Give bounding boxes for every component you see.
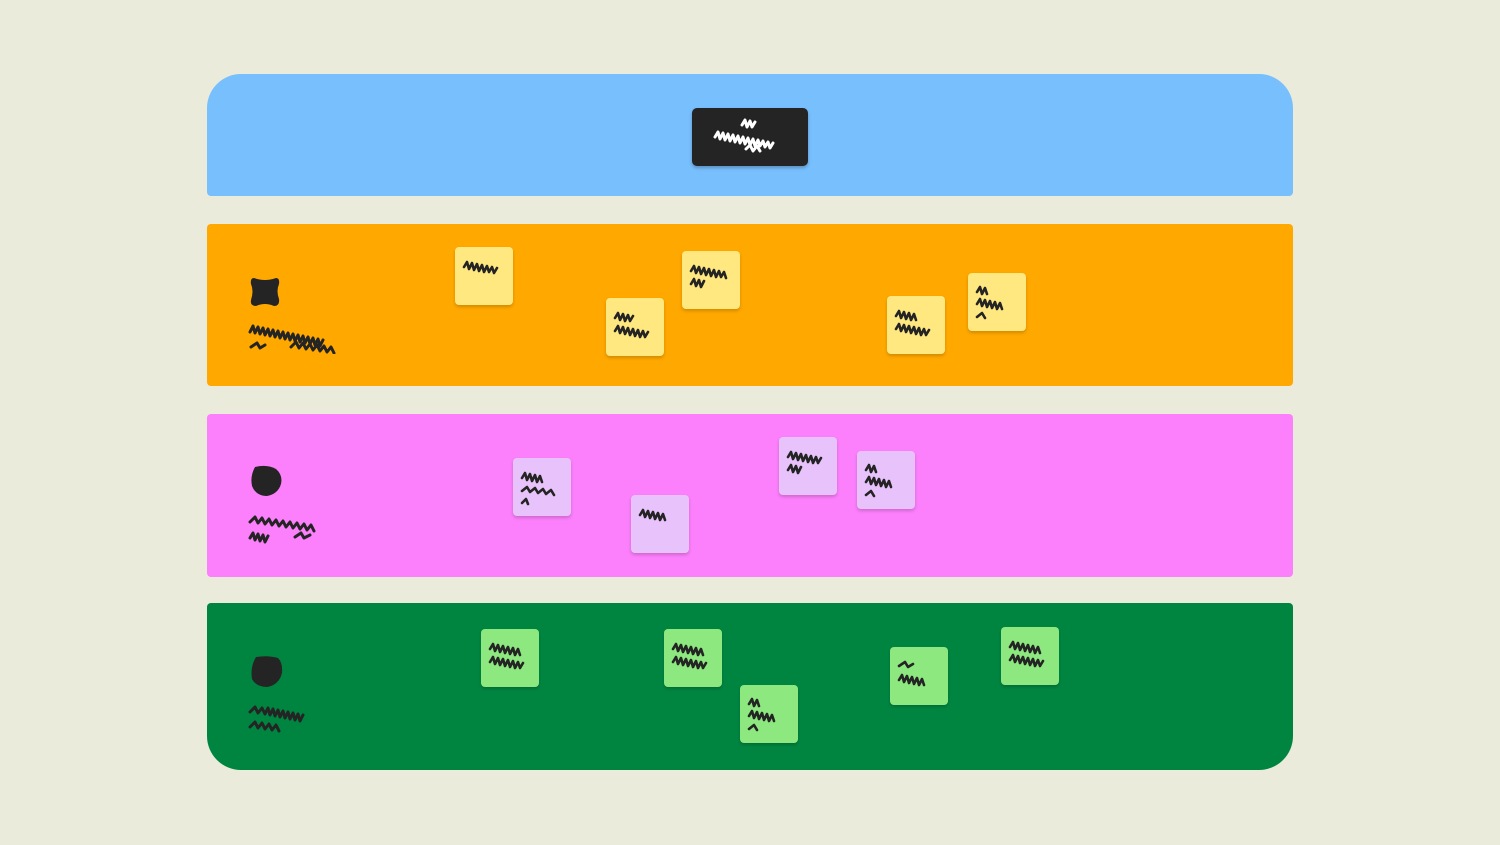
sticky-note[interactable] xyxy=(857,451,915,509)
sticky-note[interactable] xyxy=(513,458,571,516)
sticky-note[interactable] xyxy=(779,437,837,495)
lane-2-band xyxy=(207,414,1293,577)
sticky-note[interactable] xyxy=(740,685,798,743)
sticky-note[interactable] xyxy=(455,247,513,305)
lane-2-label-scribble xyxy=(248,515,316,544)
sticky-note[interactable] xyxy=(606,298,664,356)
title-scribble xyxy=(713,118,775,153)
circle-icon xyxy=(251,465,282,496)
sticky-note[interactable] xyxy=(682,251,740,309)
sticky-note[interactable] xyxy=(968,273,1026,331)
lane-1-label-scribble xyxy=(248,324,336,354)
sticky-note[interactable] xyxy=(481,629,539,687)
rounded-square-icon xyxy=(250,278,280,306)
lane-3-band xyxy=(207,603,1293,770)
header-band xyxy=(207,74,1293,196)
sticky-note[interactable] xyxy=(631,495,689,553)
sticky-note[interactable] xyxy=(887,296,945,354)
board-title-chip[interactable] xyxy=(692,108,808,166)
sticky-note[interactable] xyxy=(1001,627,1059,685)
rounded-circle-icon xyxy=(251,656,283,687)
sticky-note[interactable] xyxy=(664,629,722,687)
sticky-note[interactable] xyxy=(890,647,948,705)
lane-1-band xyxy=(207,224,1293,386)
lane-3-label-scribble xyxy=(248,705,305,733)
